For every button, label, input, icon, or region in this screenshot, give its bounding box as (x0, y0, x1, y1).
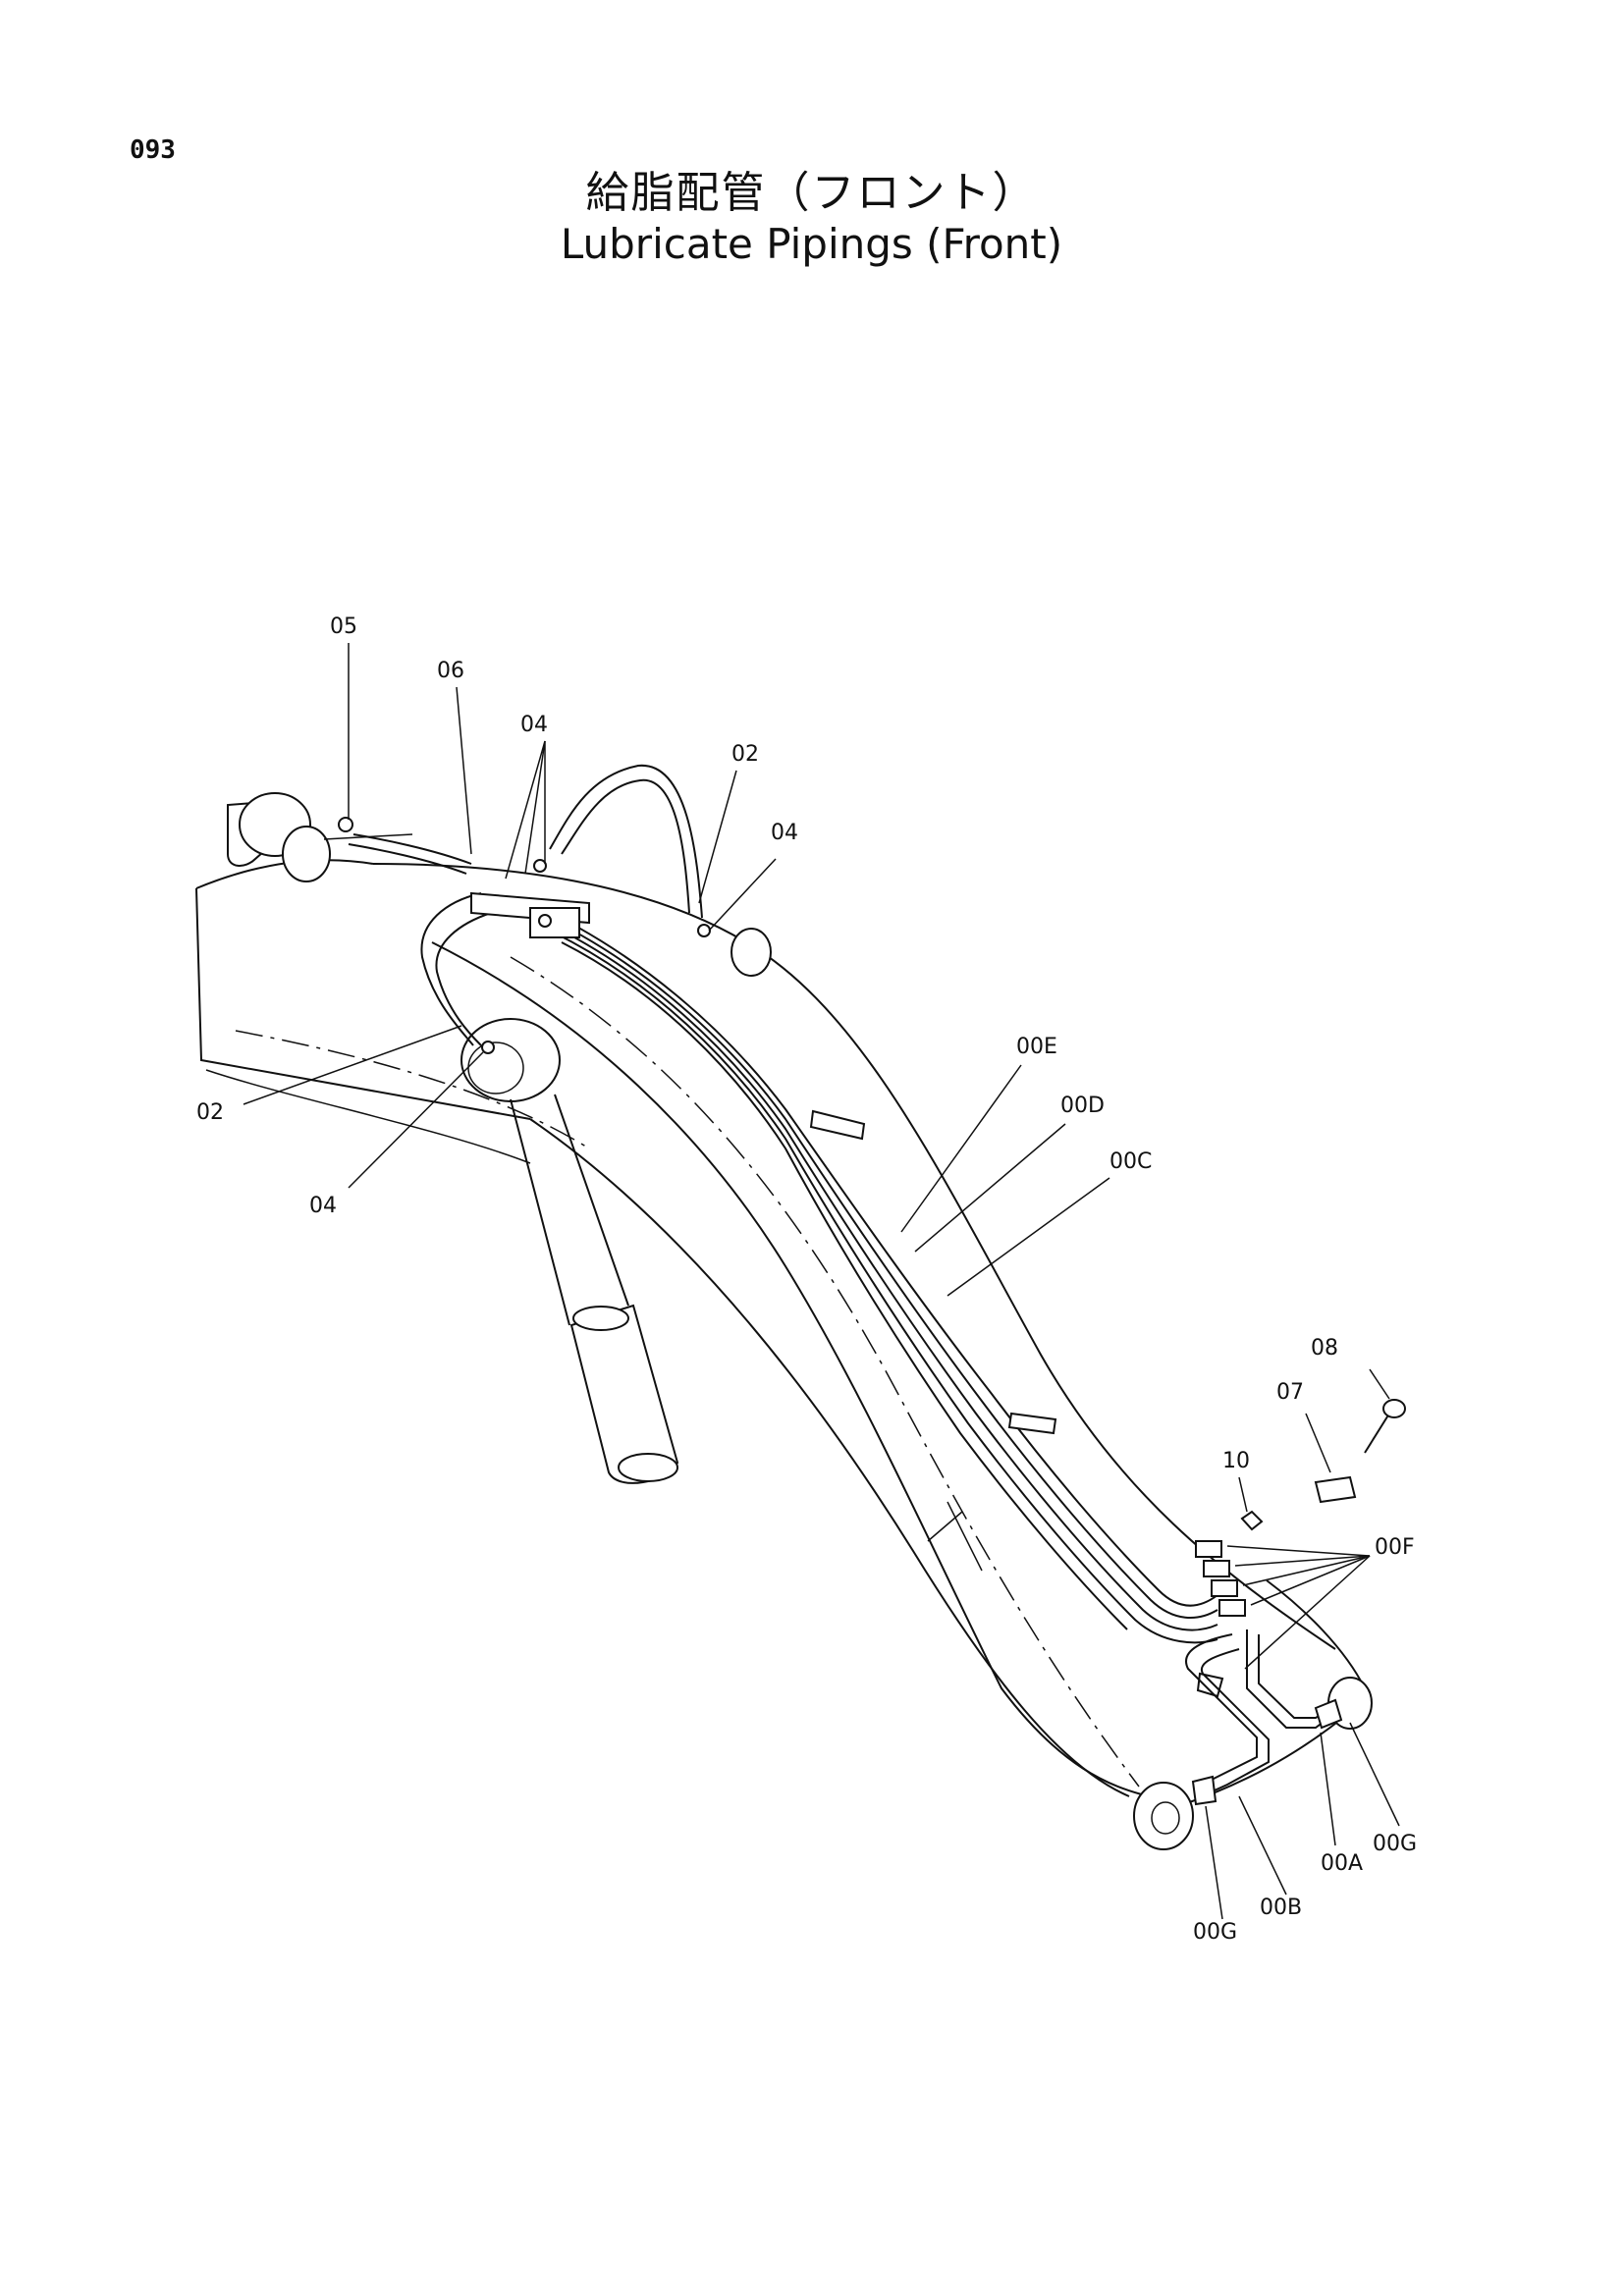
arm-cylinder (460, 1018, 679, 1484)
callout-05: 05 (330, 614, 357, 639)
callout-00B: 00B (1260, 1896, 1302, 1920)
callout-04-left: 04 (309, 1194, 337, 1218)
callout-02-top: 02 (731, 742, 759, 767)
boom-foot-pin (1133, 1677, 1373, 1850)
page-title-english: Lubricate Pipings (Front) (560, 220, 1063, 268)
callout-06: 06 (437, 659, 464, 683)
callout-00F: 00F (1375, 1535, 1415, 1560)
hoses (338, 764, 711, 1054)
callout-00A: 00A (1321, 1851, 1363, 1876)
callout-00G-right: 00G (1373, 1832, 1417, 1856)
callout-04-right: 04 (771, 821, 798, 845)
callout-labels: 05 06 04 02 04 02 04 00E 00D 00C 08 07 1… (196, 614, 1417, 1945)
page-number: 093 (130, 135, 176, 165)
boom-top-pins (227, 792, 772, 977)
callout-02-left: 02 (196, 1100, 224, 1125)
callout-00G-bottom: 00G (1193, 1920, 1237, 1945)
callout-00E: 00E (1016, 1035, 1057, 1059)
callout-08: 08 (1311, 1336, 1338, 1361)
foot-pipes (1185, 1629, 1343, 1806)
boom-body (195, 859, 1366, 1807)
grease-fittings (1195, 1399, 1406, 1617)
callout-10: 10 (1222, 1449, 1250, 1473)
page-title-japanese: 給脂配管（フロント） (585, 168, 1038, 218)
leader-lines (243, 643, 1400, 1920)
pipe-bundle (529, 902, 1224, 1698)
callout-00D: 00D (1060, 1094, 1105, 1118)
callout-04-top: 04 (520, 713, 548, 737)
callout-00C: 00C (1109, 1149, 1152, 1174)
callout-07: 07 (1276, 1380, 1304, 1405)
